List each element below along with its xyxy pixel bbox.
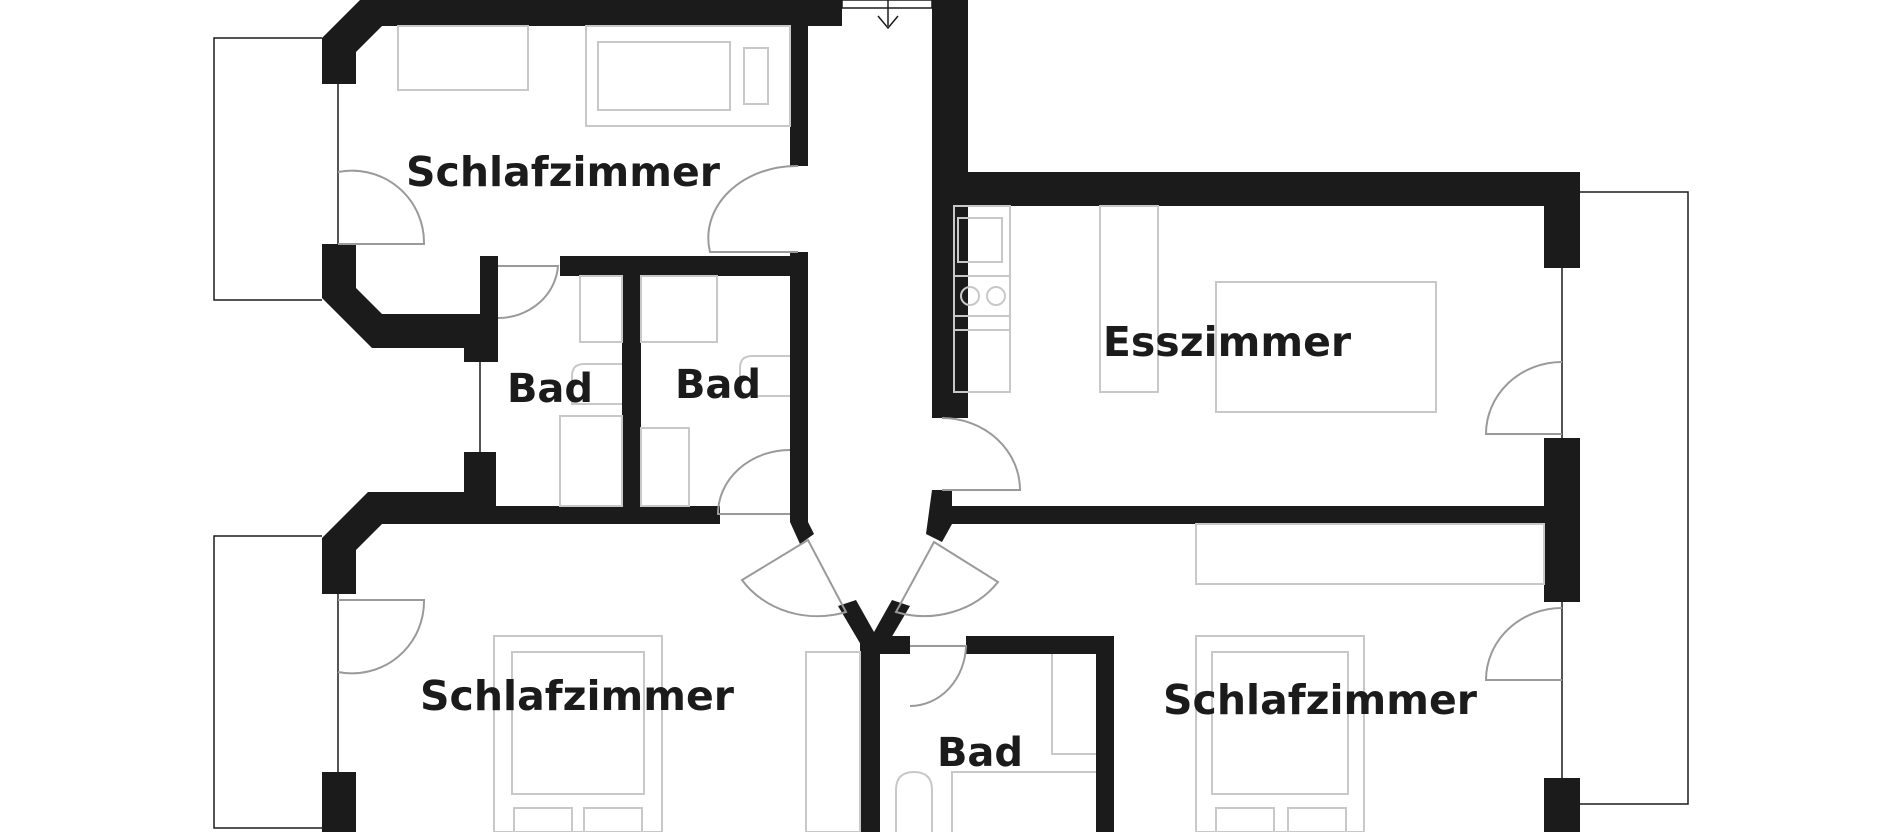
- kitchen-island: [1099, 205, 1159, 393]
- shower-bottom: [1051, 654, 1096, 755]
- bed-left-inner: [511, 651, 645, 795]
- sink-bottom: [951, 771, 1096, 832]
- wall-corridor-left: [790, 252, 808, 522]
- room-labels: Schlafzimmer Bad Bad Esszimmer Schlafzim…: [406, 148, 1478, 776]
- wall-bath-top: [560, 256, 808, 276]
- toilet-left: [571, 363, 622, 405]
- wall-corridor-angle-right: [926, 490, 952, 542]
- label-bad-left: Bad: [507, 366, 593, 412]
- wall-top-left-outer: [322, 0, 842, 84]
- bathtub-tap: [743, 47, 769, 105]
- toilet-middle: [739, 355, 790, 397]
- door-bath-left: [497, 265, 560, 320]
- pillow-left-2: [583, 807, 643, 832]
- door-top-left-bedroom: [707, 164, 799, 253]
- door-bottom-right-balcony: [1484, 607, 1563, 681]
- wall-esszimmer-top: [932, 172, 1580, 206]
- bed-right-outer: [1195, 635, 1365, 832]
- shower-middle: [640, 427, 690, 507]
- stove-burner-1: [960, 286, 980, 306]
- toilet-bottom: [895, 770, 933, 832]
- label-schlafzimmer-bottom-left: Schlafzimmer: [420, 672, 735, 720]
- sink-middle: [640, 275, 718, 343]
- wall-bottom-bath-top-right: [966, 636, 1114, 654]
- wall-top-left-right: [790, 20, 808, 166]
- wall-bottom-left-outer: [322, 772, 356, 832]
- bathtub-outer: [585, 25, 791, 127]
- bed-left-outer: [493, 635, 663, 832]
- wall-esszimmer-bottom: [952, 506, 1580, 524]
- door-esszimmer-balcony: [1484, 361, 1563, 435]
- entrance-arrow-icon: [877, 0, 899, 30]
- stove-burner-2: [986, 286, 1006, 306]
- kitchen-sink: [957, 217, 1003, 263]
- wardrobe-top-left: [397, 25, 529, 91]
- wall-y-junction: [838, 600, 910, 650]
- wall-top-left-lower: [322, 244, 498, 362]
- wall-bath-bottom: [322, 452, 720, 594]
- wardrobe-bottom-left: [805, 651, 861, 832]
- pillow-left-1: [513, 807, 573, 832]
- wall-bottom-bath-right: [1096, 636, 1114, 832]
- label-schlafzimmer-bottom-right: Schlafzimmer: [1163, 676, 1478, 724]
- bathtub-inner: [597, 41, 731, 111]
- door-bottom-bath: [909, 645, 968, 707]
- kitchen-counter: [953, 205, 1011, 393]
- door-bath-middle: [716, 449, 791, 515]
- bed-right-inner: [1211, 651, 1349, 795]
- door-top-left-balcony: [337, 169, 426, 245]
- wall-bath-divider: [622, 256, 641, 506]
- wall-bottom-bath-top-left: [860, 636, 910, 654]
- doors: [337, 164, 1563, 707]
- wall-corridor-angle-left: [790, 522, 814, 544]
- label-esszimmer: Esszimmer: [1103, 318, 1352, 366]
- shower-left: [559, 415, 623, 507]
- pillow-right-2: [1287, 807, 1347, 832]
- walls: [322, 0, 1580, 832]
- wall-corridor-right: [932, 0, 968, 418]
- label-schlafzimmer-top-left: Schlafzimmer: [406, 148, 721, 196]
- door-bottom-left-bedroom: [740, 538, 848, 618]
- balcony-top-left: [213, 37, 322, 301]
- balcony-right: [1580, 191, 1689, 805]
- balcony-bottom-left: [213, 535, 322, 829]
- door-esszimmer: [941, 417, 1022, 491]
- wall-bottom-right-lower: [1544, 778, 1580, 832]
- wardrobe-bottom-right: [1195, 523, 1545, 585]
- dining-table: [1215, 281, 1437, 413]
- wall-bottom-bath-left: [860, 636, 880, 832]
- balconies: [213, 0, 1689, 829]
- pillow-right-1: [1215, 807, 1275, 832]
- furniture: [397, 25, 1545, 832]
- door-bottom-left-balcony: [337, 599, 426, 675]
- label-bad-middle: Bad: [675, 362, 761, 408]
- wall-esszimmer-right-upper: [1544, 172, 1580, 268]
- entrance-threshold: [841, 0, 933, 9]
- label-bad-bottom: Bad: [937, 730, 1023, 776]
- sink-left: [579, 275, 623, 343]
- door-bottom-right-bedroom: [894, 540, 1000, 618]
